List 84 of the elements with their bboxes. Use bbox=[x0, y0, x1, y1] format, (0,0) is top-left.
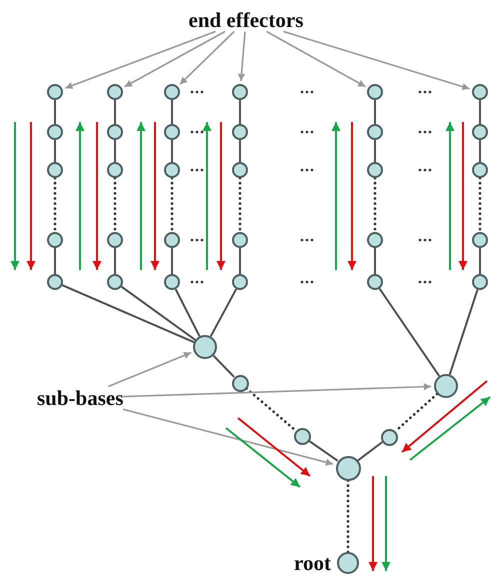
joint-circle bbox=[107, 232, 123, 248]
joint-circle bbox=[47, 84, 63, 100]
link-line bbox=[239, 140, 241, 162]
joint-circle bbox=[232, 232, 248, 248]
link-line bbox=[212, 354, 235, 378]
link-line bbox=[378, 288, 440, 377]
joint-circle bbox=[107, 162, 123, 178]
link-line bbox=[114, 100, 116, 124]
arrow bbox=[238, 31, 246, 82]
joint-circle bbox=[294, 428, 310, 444]
link-line bbox=[114, 140, 116, 162]
arrow bbox=[122, 383, 432, 398]
link-line bbox=[448, 289, 478, 375]
joint-circle bbox=[232, 374, 248, 392]
joint-circle bbox=[367, 124, 383, 140]
joint-circle bbox=[47, 232, 63, 248]
arrow bbox=[283, 30, 470, 90]
dotted-link bbox=[245, 387, 297, 432]
dotted-link bbox=[114, 176, 116, 234]
joint-circle bbox=[164, 274, 180, 290]
link-line bbox=[54, 100, 56, 124]
joint-circle bbox=[232, 84, 248, 100]
dotted-link bbox=[346, 479, 350, 554]
joint-circle bbox=[164, 162, 180, 178]
arrow bbox=[179, 30, 235, 85]
link-line bbox=[54, 140, 56, 162]
joint-circle bbox=[472, 274, 488, 290]
joint-circle bbox=[367, 232, 383, 248]
joint-circle bbox=[472, 84, 488, 100]
joint-circle bbox=[367, 274, 383, 290]
node-caption: root bbox=[294, 552, 331, 575]
link-line bbox=[114, 248, 116, 274]
joint-circle bbox=[232, 124, 248, 140]
joint-circle bbox=[232, 162, 248, 178]
joint-circle bbox=[164, 84, 180, 100]
joint-circle bbox=[367, 162, 383, 178]
link-line bbox=[239, 100, 241, 124]
arrow bbox=[124, 30, 226, 88]
arrow bbox=[122, 408, 334, 466]
link-line bbox=[479, 140, 481, 162]
link-line bbox=[374, 248, 376, 274]
dotted-link bbox=[478, 176, 482, 234]
joint-circle bbox=[47, 162, 63, 178]
arrow bbox=[108, 352, 192, 388]
link-line bbox=[308, 440, 338, 462]
link-line bbox=[479, 248, 481, 274]
link-line bbox=[62, 284, 194, 344]
node-label: sub-bases bbox=[37, 386, 124, 410]
joint-circle bbox=[47, 124, 63, 140]
dotted-link bbox=[170, 176, 174, 234]
joint-circle bbox=[164, 124, 180, 140]
joint-circle bbox=[193, 335, 217, 359]
joint-circle bbox=[337, 552, 359, 574]
link-line bbox=[374, 140, 376, 162]
link-line bbox=[239, 248, 241, 274]
link-line bbox=[171, 248, 173, 274]
dotted-link bbox=[54, 176, 56, 234]
joint-circle bbox=[434, 374, 458, 398]
joint-circle bbox=[232, 274, 248, 290]
link-line bbox=[357, 441, 383, 462]
link-line bbox=[174, 288, 200, 337]
link-line bbox=[120, 286, 196, 341]
node-label: end effectors bbox=[188, 8, 304, 32]
joint-circle bbox=[472, 232, 488, 248]
link-line bbox=[210, 288, 238, 337]
link-line bbox=[374, 100, 376, 124]
link-line bbox=[171, 100, 173, 124]
joint-circle bbox=[472, 124, 488, 140]
joint-circle bbox=[47, 274, 63, 290]
dotted-link bbox=[238, 176, 242, 234]
joint-circle bbox=[164, 232, 180, 248]
joint-circle bbox=[107, 274, 123, 290]
joint-circle bbox=[107, 124, 123, 140]
joint-circle bbox=[367, 84, 383, 100]
link-line bbox=[479, 100, 481, 124]
arrow bbox=[65, 30, 216, 89]
arrow bbox=[266, 30, 366, 88]
joint-circle bbox=[336, 456, 360, 480]
joint-circle bbox=[107, 84, 123, 100]
joint-circle bbox=[380, 428, 398, 446]
link-line bbox=[171, 140, 173, 162]
link-line bbox=[54, 248, 56, 274]
dotted-link bbox=[374, 176, 376, 234]
joint-circle bbox=[472, 162, 488, 178]
